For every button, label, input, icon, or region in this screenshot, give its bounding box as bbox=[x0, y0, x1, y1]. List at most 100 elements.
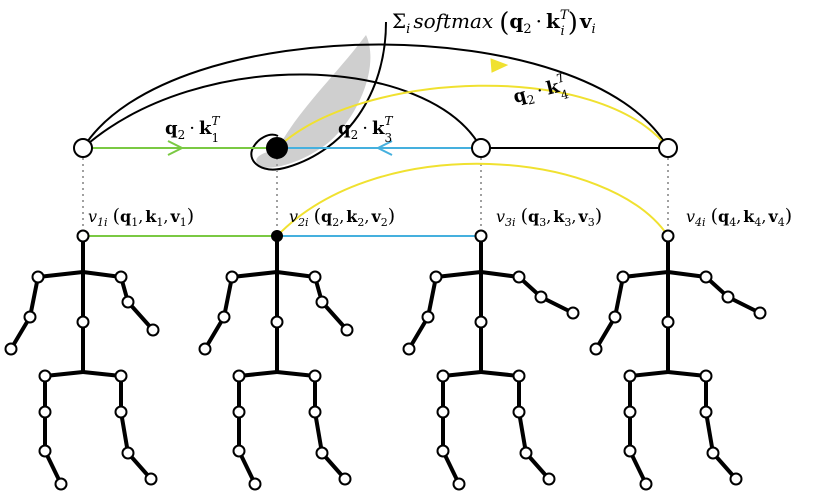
joint-spine1 bbox=[474, 315, 488, 329]
joint-spine1 bbox=[76, 315, 90, 329]
joint-lan bbox=[38, 444, 52, 458]
bone-lsh-lel bbox=[613, 275, 625, 319]
joint-rhip bbox=[699, 369, 713, 383]
attention-bubble bbox=[256, 35, 371, 168]
joint-rkn bbox=[114, 405, 128, 419]
joint-lhip bbox=[623, 369, 637, 383]
joint-lan bbox=[436, 444, 450, 458]
joint-rwr bbox=[753, 306, 767, 320]
skeleton-2 bbox=[198, 230, 354, 491]
bone-neck-lsh bbox=[434, 270, 483, 279]
joint-lwr bbox=[402, 342, 416, 356]
joint-ran bbox=[706, 446, 720, 460]
arrow-blue-top bbox=[375, 140, 393, 156]
joint-rsh bbox=[308, 270, 322, 284]
graph-node-1 bbox=[73, 138, 93, 158]
joint-rkn bbox=[308, 405, 322, 419]
joint-rft bbox=[729, 472, 743, 486]
joint-lsh bbox=[429, 270, 443, 284]
joint-rft bbox=[542, 472, 556, 486]
bone-neck-lsh bbox=[621, 270, 670, 279]
edge-label-q2-k4: q2·kT4 bbox=[510, 70, 571, 113]
skeletons bbox=[4, 229, 767, 491]
bone-rkn-ran bbox=[704, 410, 715, 455]
arc-yellow-top bbox=[276, 84, 669, 149]
joint-lft bbox=[452, 477, 466, 491]
graph-node-2 bbox=[266, 137, 288, 159]
dotted-connectors bbox=[82, 158, 669, 232]
joint-lwr bbox=[4, 342, 18, 356]
bone-lsh-lel bbox=[28, 275, 40, 319]
arc-node1-node3 bbox=[82, 73, 482, 149]
joint-label-1: v1i(q1,k1,v1) bbox=[88, 205, 194, 229]
joint-lkn bbox=[38, 405, 52, 419]
joint-lel bbox=[608, 310, 622, 324]
joint-lsh bbox=[225, 270, 239, 284]
joint-lel bbox=[217, 310, 231, 324]
joint-lft bbox=[54, 477, 68, 491]
joint-ran bbox=[519, 446, 533, 460]
joint-spine1 bbox=[270, 315, 284, 329]
graph-node-4 bbox=[658, 138, 678, 158]
arc-yellow-bottom bbox=[276, 162, 669, 237]
joint-label-4: v4i(q4,k4,v4) bbox=[686, 205, 792, 229]
joint-rsh bbox=[114, 270, 128, 284]
joint-ran bbox=[315, 446, 329, 460]
arrow-yellow-top bbox=[490, 58, 509, 73]
joint-lkn bbox=[436, 405, 450, 419]
joint-lel bbox=[23, 310, 37, 324]
joint-rkn bbox=[512, 405, 526, 419]
joint-lkn bbox=[232, 405, 246, 419]
joint-rhip bbox=[114, 369, 128, 383]
joint-lft bbox=[248, 477, 262, 491]
skeleton-4 bbox=[589, 229, 767, 491]
arc-node1-node4 bbox=[82, 43, 669, 149]
bone-lsh-lel bbox=[426, 275, 438, 319]
joint-rsh bbox=[699, 270, 713, 284]
joint-rsh bbox=[512, 270, 526, 284]
joint-label-3: v3i(q3,k3,v3) bbox=[496, 205, 602, 229]
joint-ler bbox=[721, 290, 735, 304]
bone-rkn-ran bbox=[313, 410, 324, 455]
joint-rft bbox=[338, 472, 352, 486]
joint-ler bbox=[121, 295, 135, 309]
joint-lkn bbox=[623, 405, 637, 419]
joint-lan bbox=[623, 444, 637, 458]
bone-rkn-ran bbox=[119, 410, 130, 455]
joint-head bbox=[271, 230, 283, 242]
joint-lel bbox=[421, 310, 435, 324]
bone-neck-lsh bbox=[36, 270, 85, 279]
joint-lwr bbox=[198, 342, 212, 356]
joint-rwr bbox=[340, 323, 354, 337]
joint-lsh bbox=[616, 270, 630, 284]
joint-head bbox=[474, 229, 488, 243]
joint-rhip bbox=[512, 369, 526, 383]
attention-bubble-outline bbox=[250, 21, 387, 171]
joint-lan bbox=[232, 444, 246, 458]
joint-ler bbox=[534, 290, 548, 304]
joint-rwr bbox=[146, 323, 160, 337]
joint-lhip bbox=[38, 369, 52, 383]
joint-lhip bbox=[436, 369, 450, 383]
joint-head bbox=[76, 229, 90, 243]
skeleton-1 bbox=[4, 229, 160, 491]
joint-label-2: v2i(q2,k2,v2) bbox=[289, 205, 395, 229]
arrow-green-top bbox=[167, 140, 185, 156]
joint-lwr bbox=[589, 342, 603, 356]
bone-neck-lsh bbox=[230, 270, 279, 279]
joint-head bbox=[661, 229, 675, 243]
joint-ler bbox=[315, 295, 329, 309]
joint-spine1 bbox=[661, 315, 675, 329]
bone-lsh-lel bbox=[222, 275, 234, 319]
joint-lsh bbox=[31, 270, 45, 284]
joint-lft bbox=[639, 477, 653, 491]
joint-rft bbox=[144, 472, 158, 486]
joint-ran bbox=[121, 446, 135, 460]
graph-node-3 bbox=[471, 138, 491, 158]
bone-rkn-ran bbox=[517, 410, 528, 455]
skeleton-3 bbox=[402, 229, 580, 491]
